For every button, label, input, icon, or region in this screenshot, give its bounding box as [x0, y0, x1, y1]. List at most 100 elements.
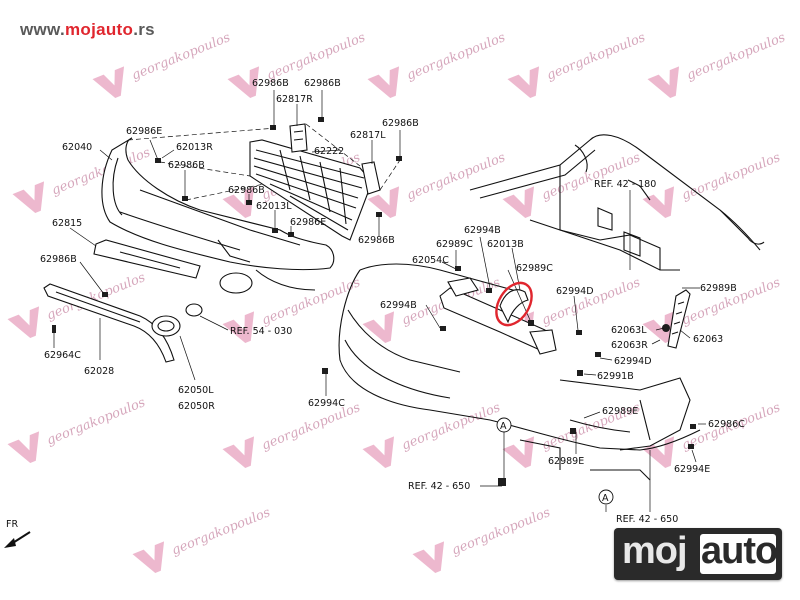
site-url[interactable]: www.mojauto.rs: [20, 20, 155, 40]
screw-icon: [688, 444, 694, 449]
reference-labels: REF. 42 - 180 REF. 54 - 030 REF. 42 - 65…: [230, 179, 678, 525]
part-label[interactable]: 62817R: [276, 94, 313, 105]
clip-icon: [498, 478, 506, 486]
part-label[interactable]: 62817L: [350, 130, 386, 141]
part-label[interactable]: 62994C: [308, 398, 345, 409]
watermark-logo-icon: [222, 186, 255, 218]
ref-label[interactable]: REF. 54 - 030: [230, 326, 292, 337]
left-leader-lines: [53, 90, 401, 381]
screw-icon: [318, 117, 324, 122]
screw-icon: [182, 196, 188, 201]
part-label[interactable]: 62994E: [674, 464, 710, 475]
clip-icon: [288, 232, 294, 237]
part-labels: 62986B 62986B 62817R 62986E 62013R 62040…: [40, 78, 745, 475]
part-label[interactable]: 62994D: [614, 356, 652, 367]
highlight-ring[interactable]: [489, 277, 539, 332]
part-label[interactable]: 62986B: [304, 78, 341, 89]
part-label[interactable]: 62986B: [252, 78, 289, 89]
part-label[interactable]: 62986B: [228, 185, 265, 196]
watermark-text: georgakopoulos: [540, 150, 643, 203]
watermark-logo-icon: [502, 436, 535, 468]
part-label[interactable]: 62989C: [436, 239, 473, 250]
part-label[interactable]: 62986B: [382, 118, 419, 129]
watermark-text: georgakopoulos: [45, 395, 148, 448]
callout-a-upper: A: [496, 417, 512, 433]
part-label[interactable]: 62986C: [708, 419, 745, 430]
screw-icon: [440, 326, 446, 331]
part-label[interactable]: 62986B: [168, 160, 205, 171]
part-label[interactable]: 62063L: [611, 325, 647, 336]
part-label[interactable]: 62989C: [516, 263, 553, 274]
brand-logo[interactable]: moj auto: [614, 528, 782, 580]
fog-cover-62050: [151, 303, 203, 337]
watermark-logo-icon: [367, 186, 400, 218]
screw-icon: [102, 292, 108, 297]
part-label[interactable]: 62050L: [178, 385, 214, 396]
part-label[interactable]: 62989E: [548, 456, 584, 467]
part-label[interactable]: 62994B: [380, 300, 417, 311]
watermark-logo-icon: [132, 541, 165, 573]
watermark-logo-icon: [367, 66, 400, 98]
clip-icon: [272, 228, 278, 233]
pin-icon: [52, 325, 56, 333]
part-label[interactable]: 62989B: [700, 283, 737, 294]
ref-label[interactable]: REF. 42 - 180: [594, 179, 656, 190]
clip-icon: [570, 428, 576, 434]
bumper-frame-outline: [338, 263, 701, 451]
ref-label[interactable]: REF. 42 - 650: [408, 481, 470, 492]
part-label[interactable]: 62994B: [464, 225, 501, 236]
part-label[interactable]: 62964C: [44, 350, 81, 361]
watermark-logo-icon: [642, 311, 675, 343]
part-label[interactable]: 62994D: [556, 286, 594, 297]
callout-letter: A: [500, 421, 507, 432]
screw-icon: [270, 125, 276, 130]
part-label[interactable]: 62986E: [126, 126, 162, 137]
bumper-cover-62040: [101, 137, 335, 294]
part-label[interactable]: 62013R: [176, 142, 213, 153]
site-url-suffix: .rs: [133, 20, 155, 39]
part-label[interactable]: 62063: [693, 334, 723, 345]
part-label[interactable]: 62991B: [597, 371, 634, 382]
bracket-62817r: [289, 123, 308, 153]
watermark-logo-icon: [502, 186, 535, 218]
part-label[interactable]: 62040: [62, 142, 92, 153]
front-direction-arrow: FR: [4, 519, 31, 548]
part-label[interactable]: 62986B: [358, 235, 395, 246]
clip-icon: [155, 158, 161, 163]
watermark-logo-icon: [222, 436, 255, 468]
watermark-logo-icon: [12, 181, 45, 213]
watermark-logo-icon: [222, 311, 255, 343]
screw-icon: [576, 330, 582, 335]
part-label[interactable]: 62222: [314, 146, 344, 157]
part-label[interactable]: 62815: [52, 218, 82, 229]
part-label[interactable]: 62054C: [412, 255, 449, 266]
screw-icon: [690, 424, 696, 429]
watermark-logo-icon: [7, 431, 40, 463]
watermark-logo-icon: [227, 66, 260, 98]
nut-icon: [662, 324, 670, 332]
part-label[interactable]: 62013B: [487, 239, 524, 250]
watermark-text: georgakopoulos: [540, 275, 643, 328]
watermark-text: georgakopoulos: [265, 30, 368, 83]
strip-62028: [43, 283, 175, 363]
arrow-head-icon: [4, 538, 16, 548]
watermark-text: georgakopoulos: [405, 30, 508, 83]
part-label[interactable]: 62986E: [290, 217, 326, 228]
ref-label[interactable]: REF. 42 - 650: [616, 514, 678, 525]
part-label[interactable]: 62028: [84, 366, 114, 377]
nut-icon: [455, 266, 461, 271]
nut-icon: [528, 320, 534, 326]
part-label[interactable]: 62063R: [611, 340, 648, 351]
watermark-logo-icon: [507, 66, 540, 98]
watermark-text: georgakopoulos: [685, 30, 788, 83]
watermark-logo-icon: [647, 66, 680, 98]
bracket-62013b: [439, 277, 557, 355]
part-label[interactable]: 62050R: [178, 401, 215, 412]
part-label[interactable]: 62986B: [40, 254, 77, 265]
part-label[interactable]: 62989E: [602, 406, 638, 417]
screw-icon: [396, 156, 402, 161]
part-label[interactable]: 62013L: [256, 201, 292, 212]
front-label: FR: [6, 519, 18, 530]
screw-icon: [595, 352, 601, 357]
